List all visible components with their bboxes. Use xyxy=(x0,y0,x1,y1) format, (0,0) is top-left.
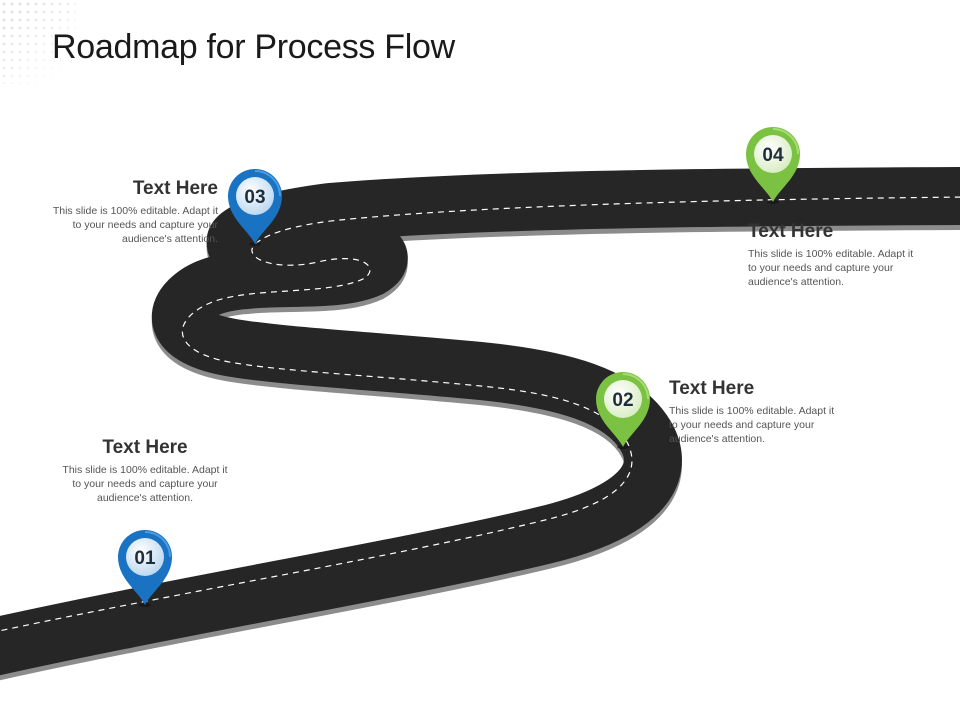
pin-number-04: 04 xyxy=(762,145,784,166)
decorative-dot-pattern xyxy=(0,0,76,84)
milestone-text-02: Text Here This slide is 100% editable. A… xyxy=(669,378,835,446)
lane-marking xyxy=(0,196,960,632)
slide-title: Roadmap for Process Flow xyxy=(52,28,455,66)
milestone-description-01: This slide is 100% editable. Adapt it to… xyxy=(62,464,228,504)
milestone-heading-02: Text Here xyxy=(669,378,755,399)
milestone-pin-04: 04 xyxy=(746,127,800,204)
milestone-text-01: Text Here This slide is 100% editable. A… xyxy=(60,437,230,505)
milestone-pin-01: 01 xyxy=(118,530,172,607)
pin-number-03: 03 xyxy=(244,187,265,208)
milestone-pin-02: 02 xyxy=(596,372,650,449)
milestone-description-02: This slide is 100% editable. Adapt it to… xyxy=(669,405,835,445)
road-surface xyxy=(0,167,960,676)
milestone-text-03: Text Here This slide is 100% editable. A… xyxy=(52,178,218,246)
milestone-description-04: This slide is 100% editable. Adapt it to… xyxy=(748,248,914,288)
milestone-heading-03: Text Here xyxy=(132,178,218,199)
milestone-pin-03: 03 xyxy=(228,169,282,246)
milestone-text-04: Text Here This slide is 100% editable. A… xyxy=(748,221,914,289)
milestone-heading-04: Text Here xyxy=(748,221,834,242)
pin-number-02: 02 xyxy=(612,390,633,411)
milestone-description-03: This slide is 100% editable. Adapt it to… xyxy=(52,205,218,245)
pin-number-01: 01 xyxy=(134,548,156,569)
milestone-heading-01: Text Here xyxy=(102,437,188,458)
road xyxy=(0,167,960,681)
